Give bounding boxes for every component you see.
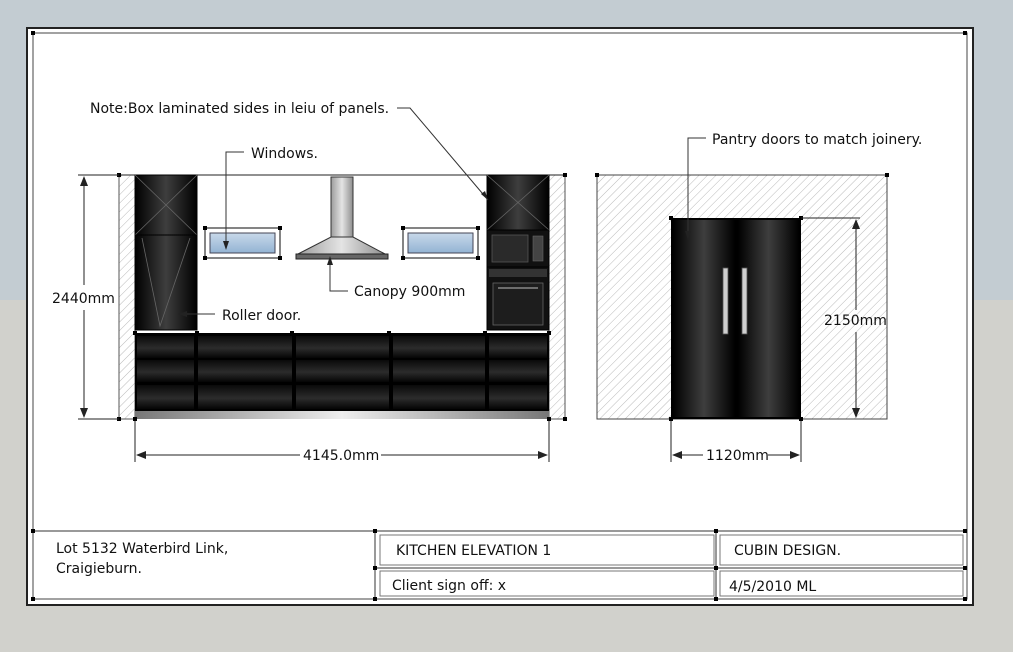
canopy-label: Canopy 900mm bbox=[354, 284, 465, 300]
canopy-rangehood bbox=[295, 176, 389, 260]
windows-leader bbox=[225, 151, 244, 248]
dimension-height-pantry bbox=[801, 217, 860, 418]
address-line-1: Lot 5132 Waterbird Link, bbox=[56, 541, 228, 557]
dimension-width-main bbox=[134, 421, 550, 462]
drawer-fronts bbox=[137, 336, 547, 409]
sheet-inner-border bbox=[32, 32, 968, 600]
pantry-handle-right bbox=[741, 267, 748, 335]
height-pantry-label: 2150mm bbox=[824, 313, 887, 329]
pantry-label: Pantry doors to match joinery. bbox=[712, 132, 922, 148]
company-name: CUBIN DESIGN. bbox=[734, 543, 841, 559]
pantry-leader bbox=[687, 137, 706, 238]
windows-label: Windows. bbox=[251, 146, 318, 162]
left-side-panel bbox=[118, 174, 136, 420]
window-right bbox=[402, 227, 479, 259]
note-label: Note:Box laminated sides in leiu of pane… bbox=[90, 101, 389, 117]
window-left bbox=[204, 227, 281, 259]
title-block-markers bbox=[31, 31, 967, 601]
drawing-title: KITCHEN ELEVATION 1 bbox=[396, 543, 551, 559]
roller-door-label: Roller door. bbox=[222, 308, 301, 324]
title-block bbox=[33, 530, 967, 599]
pantry-door-right bbox=[738, 220, 799, 417]
note-leader bbox=[397, 107, 489, 201]
width-pantry-label: 1120mm bbox=[706, 448, 769, 464]
right-side-panel bbox=[548, 174, 566, 420]
pantry-handle-left bbox=[722, 267, 729, 335]
height-main-label: 2440mm bbox=[52, 291, 115, 307]
address-line-2: Craigieburn. bbox=[56, 561, 142, 577]
pantry-elevation: 2150mm 1120mm Pantry doors to match join… bbox=[595, 132, 922, 464]
canopy-leader bbox=[329, 258, 348, 292]
dimension-height-main bbox=[78, 174, 119, 420]
client-sign-off: Client sign off: x bbox=[392, 578, 506, 594]
main-elevation: 2440mm 4145.0mm Note:Box laminated sides… bbox=[52, 101, 567, 464]
kickboard bbox=[135, 411, 549, 419]
dimension-width-pantry bbox=[670, 421, 802, 462]
roller-door-cabinet bbox=[134, 234, 198, 331]
date-author: 4/5/2010 ML bbox=[729, 579, 816, 595]
width-main-label: 4145.0mm bbox=[303, 448, 379, 464]
